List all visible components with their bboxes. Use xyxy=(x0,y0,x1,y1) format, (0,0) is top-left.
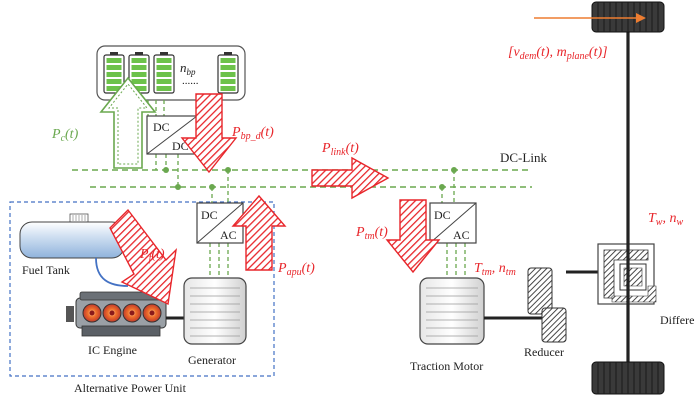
battery-converter-top: DC xyxy=(153,120,170,134)
traction-motor xyxy=(419,277,485,345)
battery-ellipsis: ...... xyxy=(182,75,199,87)
battery-cell-icon xyxy=(103,52,125,94)
pf-label: Pf(t) xyxy=(139,247,165,264)
motor-output-label: Ttm, ntm xyxy=(474,261,516,278)
battery-discharge-arrow xyxy=(180,93,238,174)
apu-power-arrow xyxy=(231,194,287,271)
traction-converter-bottom: AC xyxy=(453,228,470,242)
charge-power-arrow xyxy=(99,76,157,169)
generator xyxy=(183,277,247,345)
traction-motor-label: Traction Motor xyxy=(410,359,483,373)
demand-label: [vdem(t), mplane(t)] xyxy=(508,45,608,62)
differential-label: Differe xyxy=(660,313,694,327)
traction-converter-wiring xyxy=(441,170,466,278)
wheel-output-label: Tw, nw xyxy=(648,211,683,228)
link-power-arrow xyxy=(311,156,390,200)
fuel-tank xyxy=(19,213,125,259)
traction-power-arrow xyxy=(385,199,441,274)
ic-engine xyxy=(66,291,167,337)
apu-converter-top: DC xyxy=(201,208,218,222)
fuel-line xyxy=(95,257,129,287)
papu-label: Papu(t) xyxy=(277,261,315,278)
battery-cell-icon xyxy=(217,52,239,94)
traction-dcac-converter: DC AC xyxy=(429,202,477,244)
reducer xyxy=(527,267,567,343)
battery-cell-icon xyxy=(153,52,175,94)
reducer-label: Reducer xyxy=(524,345,564,359)
battery-converter-bottom: DC xyxy=(172,139,189,153)
demand-arrow xyxy=(534,13,646,23)
generator-label: Generator xyxy=(188,353,236,367)
battery-dcdc-converter: DC DC xyxy=(146,115,198,155)
apu-boundary xyxy=(9,201,275,377)
pc-label: Pc(t) xyxy=(51,127,79,144)
battery-count-label: nbp xyxy=(180,60,196,77)
dc-link-label: DC-Link xyxy=(500,150,547,165)
apu-converter-bottom: AC xyxy=(220,228,237,242)
traction-converter-top: DC xyxy=(434,208,451,222)
fuel-power-arrow xyxy=(109,208,178,306)
fuel-tank-label: Fuel Tank xyxy=(22,263,70,277)
rear-wheel xyxy=(591,361,665,395)
dc-link-bus xyxy=(72,169,532,188)
ic-engine-label: IC Engine xyxy=(88,343,137,357)
front-wheel xyxy=(591,1,665,33)
ptm-label: Ptm(t) xyxy=(355,225,388,242)
apu-converter-wiring xyxy=(209,170,229,278)
pbp-label: Pbp_d(t) xyxy=(231,125,274,142)
apu-label: Alternative Power Unit xyxy=(74,381,187,395)
plink-label: Plink(t) xyxy=(321,141,359,158)
